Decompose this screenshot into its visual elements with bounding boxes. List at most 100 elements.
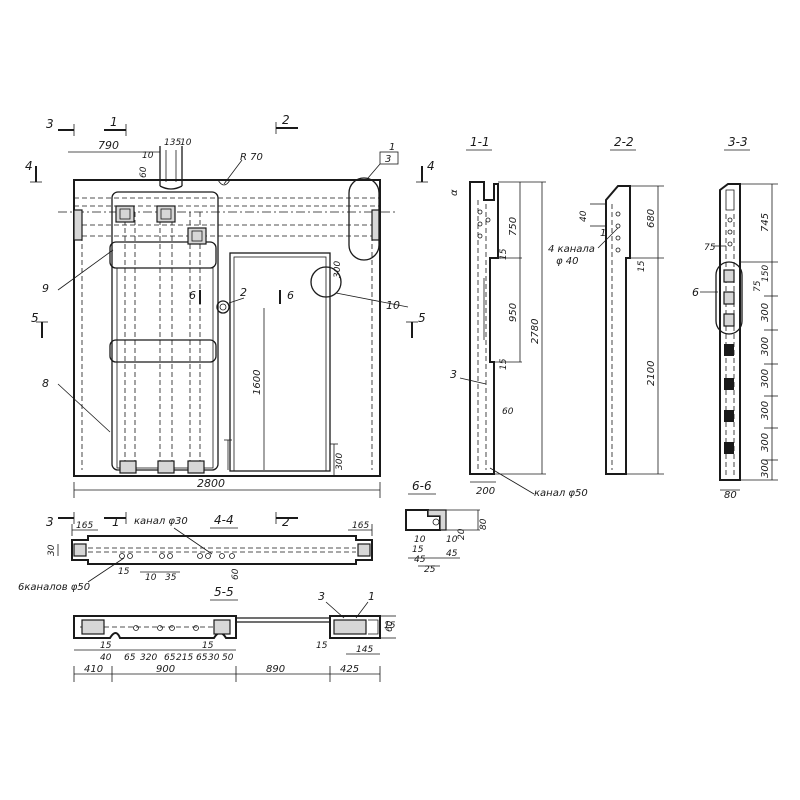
s22-dim-680: 680 <box>646 209 657 228</box>
s55-dim-60: 60 <box>385 620 395 632</box>
section-3-3: 3-3 745 150 75 300 300 300 <box>692 135 778 501</box>
s55-callout-3: 3 <box>318 590 325 603</box>
s11-note-channel50: канал φ50 <box>534 488 588 499</box>
s33-dim-300-4: 300 <box>760 401 771 420</box>
cut-3-bottom: 3 <box>46 515 54 529</box>
cut-5-right: 5 <box>418 311 426 325</box>
s66-dim-45a: 45 <box>414 555 426 565</box>
s55-dim-410: 410 <box>84 664 103 675</box>
s66-dim-45b: 45 <box>446 549 458 559</box>
cut-4-right: 4 <box>427 159 435 173</box>
s55-dim-40: 40 <box>100 653 112 663</box>
callout-10: 10 <box>386 299 400 312</box>
section-1-1: 1-1 750 950 2780 15 15 60 α 200 3 канал … <box>449 135 588 499</box>
s44-dim-10: 10 <box>145 573 157 583</box>
cut-2-top: 2 <box>282 113 290 127</box>
s33-dim-150: 150 <box>761 265 771 282</box>
s66-dim-15: 15 <box>412 545 424 555</box>
title-1-1: 1-1 <box>470 135 490 149</box>
panel-outline <box>73 179 381 477</box>
dim-60: 60 <box>139 166 149 178</box>
s55-dim-15: 15 <box>100 641 112 651</box>
s33-dim-300-2: 300 <box>760 337 771 356</box>
callout-9: 9 <box>42 282 49 295</box>
callout-2: 2 <box>240 286 247 299</box>
dim-10b: 10 <box>180 138 192 148</box>
section-6-6: 6-6 80 10 20 10 15 45 45 25 <box>405 479 489 575</box>
s22-dim-40: 40 <box>579 210 589 222</box>
s55-callout-1: 1 <box>368 590 375 603</box>
s22-dim-2100: 2100 <box>646 361 657 386</box>
cut-2-bottom: 2 <box>282 515 290 529</box>
s66-dim-80: 80 <box>479 518 489 530</box>
s55-dim-320: 320 <box>140 653 157 663</box>
s33-dim-300-6: 300 <box>760 459 771 478</box>
main-elevation: 1600 300 300 2800 790 10 135 10 60 R 70 … <box>25 113 435 529</box>
s33-callout-6: 6 <box>692 286 699 299</box>
callout-3-top: 3 <box>385 154 391 165</box>
s11-dim-15b: 15 <box>499 358 509 370</box>
dim-300-top: 300 <box>333 261 343 278</box>
s11-dim-alpha: α <box>449 189 460 196</box>
s33-dim-75: 75 <box>704 243 716 253</box>
s55-dim-65a: 65 <box>124 653 136 663</box>
s66-dim-10b: 10 <box>446 535 458 545</box>
cut-1-bottom: 1 <box>112 515 120 529</box>
s11-dim-60: 60 <box>502 407 514 417</box>
title-2-2: 2-2 <box>614 135 634 149</box>
cut-1-top: 1 <box>110 115 118 129</box>
s22-callout-1: 1 <box>600 228 606 239</box>
s55-dim-65b: 65 <box>164 653 176 663</box>
s11-dim-200: 200 <box>476 486 495 497</box>
callout-8: 8 <box>42 377 49 390</box>
dim-10: 10 <box>142 151 154 161</box>
section-5-5: 5-5 3 1 60 15 15 40 65 320 65 215 <box>73 585 396 682</box>
s33-dim-300-1: 300 <box>760 303 771 322</box>
s33-dim-300-3: 300 <box>760 369 771 388</box>
dim-790: 790 <box>98 139 119 152</box>
dim-1600: 1600 <box>252 370 263 395</box>
s66-dim-20: 20 <box>457 528 467 540</box>
cut-6-right: 6 <box>287 289 294 302</box>
s55-dim-50: 50 <box>222 653 234 663</box>
dim-300-bottom: 300 <box>335 453 345 470</box>
s66-dim-25: 25 <box>424 565 436 575</box>
section-2-2: 2-2 680 2100 15 40 1 4 канала φ 40 <box>548 135 664 475</box>
s55-dim-425: 425 <box>340 664 359 675</box>
cut-3-top: 3 <box>46 117 54 131</box>
cut-5-left: 5 <box>31 311 39 325</box>
s33-dim-745: 745 <box>760 213 771 232</box>
cut-4-left: 4 <box>25 159 33 173</box>
s55-dim-900: 900 <box>156 664 175 675</box>
s55-dim-145: 145 <box>356 645 373 655</box>
s11-dim-950: 950 <box>508 303 519 322</box>
s55-dim-215: 215 <box>176 653 193 663</box>
s55-dim-890: 890 <box>266 664 285 675</box>
s44-dim-35: 35 <box>165 573 177 583</box>
s55-dim-65c: 65 <box>196 653 208 663</box>
s11-callout-3: 3 <box>450 368 457 381</box>
s33-dim-300-5: 300 <box>760 433 771 452</box>
s55-dim-30: 30 <box>208 653 220 663</box>
title-4-4: 4-4 <box>214 513 234 527</box>
s44-note-channels6: 6каналов φ50 <box>18 582 90 593</box>
s22-note-dia40: φ 40 <box>556 256 579 267</box>
s22-note-channels4: 4 канала <box>548 244 595 255</box>
callout-1-top: 1 <box>389 142 395 153</box>
s11-dim-750: 750 <box>508 217 519 236</box>
s22-dim-15: 15 <box>637 260 647 272</box>
s44-note-channel30: канал φ30 <box>134 516 188 527</box>
s44-dim-165b: 165 <box>352 521 369 531</box>
s55-dim-15d: 15 <box>384 621 396 631</box>
section-4-4: 4-4 165 165 30 15 10 35 60 канал φ30 6ка… <box>18 513 373 593</box>
title-5-5: 5-5 <box>214 585 234 599</box>
title-3-3: 3-3 <box>728 135 748 149</box>
s33-dim-75b: 75 <box>753 280 763 292</box>
cut-6-left: 6 <box>189 289 196 302</box>
s44-dim-30: 30 <box>47 544 57 556</box>
s11-dim-15a: 15 <box>499 248 509 260</box>
dim-2800: 2800 <box>197 477 225 490</box>
s66-dim-10a: 10 <box>414 535 426 545</box>
note-r70: R 70 <box>240 152 263 163</box>
